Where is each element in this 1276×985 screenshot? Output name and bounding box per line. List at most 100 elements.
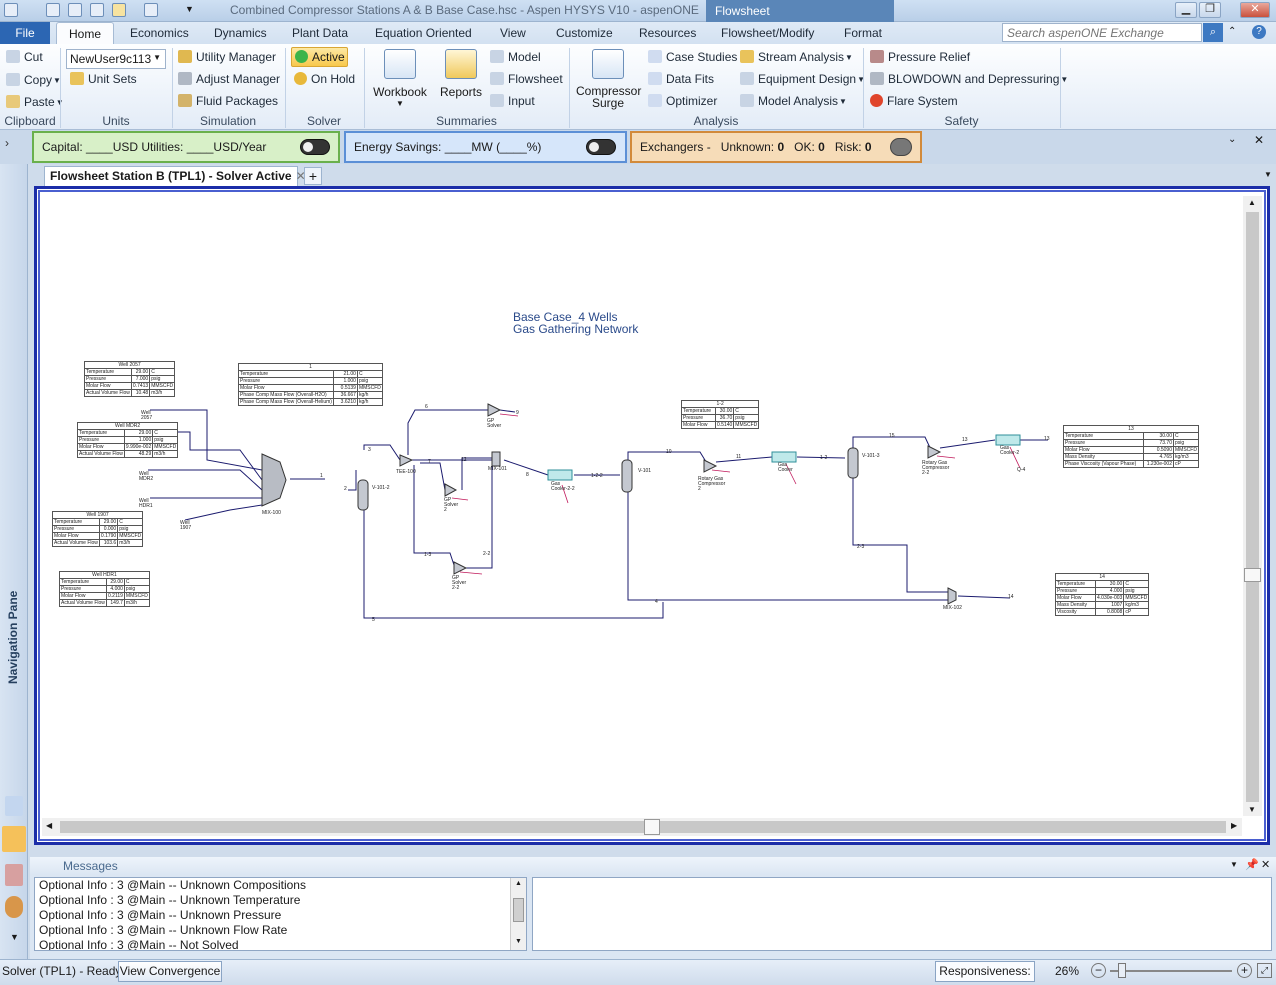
stream-label[interactable]: 1-3	[424, 552, 432, 558]
save-icon[interactable]	[46, 3, 60, 17]
stream-label[interactable]: 8	[526, 472, 529, 478]
capital-toggle[interactable]	[300, 139, 330, 155]
strip-collapse-icon[interactable]: ⌄	[1228, 134, 1237, 145]
scroll-left-icon[interactable]: ◀	[46, 821, 53, 830]
label-mix-101[interactable]: MIX-101	[488, 466, 507, 472]
tab-list-icon[interactable]: ▼	[1264, 170, 1272, 179]
view-convergence-button[interactable]: View Convergence	[118, 961, 222, 982]
tab-plant-data[interactable]: Plant Data	[292, 26, 349, 40]
stream-label[interactable]: 3	[368, 447, 371, 453]
canvas-vertical-scrollbar[interactable]: ▲ ▼	[1243, 196, 1262, 816]
close-button[interactable]: ✕	[1240, 2, 1270, 18]
stream-label[interactable]: 9	[516, 410, 519, 416]
stream-label[interactable]: 14	[1008, 594, 1014, 600]
stream-analysis-button[interactable]: Stream Analysis▼	[740, 47, 853, 67]
stream-label[interactable]: 6	[425, 404, 428, 410]
file-tab[interactable]: File	[0, 22, 50, 44]
label-v-101-2[interactable]: V-101-2	[372, 485, 390, 491]
scroll-down-icon[interactable]: ▼	[1248, 805, 1256, 814]
pressure-relief-button[interactable]: Pressure Relief	[870, 47, 970, 67]
energy-toggle[interactable]	[586, 139, 616, 155]
flowsheet-summary-button[interactable]: Flowsheet	[490, 69, 563, 89]
pin-icon[interactable]: 📌	[1245, 859, 1259, 871]
messages-scrollbar[interactable]: ▲ ▼	[510, 878, 526, 950]
close-tab-icon[interactable]: ✕	[295, 169, 306, 183]
fit-to-screen-icon[interactable]: ⤢	[1257, 963, 1272, 978]
tab-format[interactable]: Format	[844, 26, 883, 40]
flowsheet-nav-icon[interactable]	[2, 826, 26, 852]
blowdown-button[interactable]: BLOWDOWN and Depressuring▼	[870, 69, 1068, 89]
flare-system-button[interactable]: Flare System	[870, 91, 958, 111]
messages-detail-pane[interactable]	[532, 877, 1272, 951]
exchanger-gauge-icon[interactable]	[890, 138, 912, 156]
utility-manager-button[interactable]: Utility Manager	[178, 47, 276, 67]
label-mix-100[interactable]: MIX-100	[262, 510, 281, 516]
solver-active-button[interactable]: Active	[291, 47, 348, 67]
stream-label[interactable]: Q-4	[1017, 467, 1026, 473]
input-summary-button[interactable]: Input	[490, 91, 535, 111]
stream-label[interactable]: 2	[344, 486, 347, 492]
maximize-button[interactable]: ❐	[1199, 2, 1221, 18]
tab-home[interactable]: Home	[56, 22, 114, 45]
tab-resources[interactable]: Resources	[639, 26, 697, 40]
stream-label[interactable]: 12	[461, 457, 467, 463]
help-icon[interactable]: ?	[1252, 25, 1266, 39]
data-fits-button[interactable]: Data Fits	[648, 69, 714, 89]
compressor-surge-button[interactable]: Compressor Surge	[576, 49, 641, 109]
paste-button[interactable]: Paste▼	[6, 92, 64, 112]
model-summary-button[interactable]: Model	[490, 47, 541, 67]
navigation-pane[interactable]: Navigation Pane ▼	[0, 164, 28, 959]
collapse-ribbon-icon[interactable]: ⌃	[1228, 26, 1237, 37]
label-v-101-3[interactable]: V-101-3	[862, 453, 880, 459]
messages-menu-icon[interactable]: ▼	[1230, 860, 1238, 869]
cut-button[interactable]: Cut	[6, 47, 43, 67]
stream-label[interactable]: 1-2	[820, 455, 828, 461]
undo-icon[interactable]	[68, 3, 82, 17]
stream-label[interactable]: 15	[889, 433, 895, 439]
vertical-scroll-marker[interactable]	[1244, 568, 1261, 582]
stream-label[interactable]: 10	[666, 449, 672, 455]
horizontal-scroll-marker[interactable]	[644, 819, 660, 835]
unit-sets-button[interactable]: Unit Sets	[70, 69, 137, 89]
zoom-slider-thumb[interactable]	[1118, 963, 1126, 978]
app-icon[interactable]	[4, 3, 18, 17]
tab-customize[interactable]: Customize	[556, 26, 613, 40]
label-tee-100[interactable]: TEE-100	[396, 469, 416, 475]
energy-savings-box[interactable]: Energy Savings: ____MW (____%)	[344, 131, 627, 163]
tab-economics[interactable]: Economics	[130, 26, 189, 40]
safety-nav-icon[interactable]	[5, 864, 23, 886]
add-tab-button[interactable]: +	[304, 167, 322, 185]
unit-set-select[interactable]: NewUser9c113▼	[66, 49, 166, 69]
optimizer-button[interactable]: Optimizer	[648, 91, 717, 111]
model-analysis-button[interactable]: Model Analysis▼	[740, 91, 847, 111]
reports-button[interactable]: Reports	[436, 49, 486, 99]
canvas-horizontal-scrollbar[interactable]: ◀ ▶	[42, 818, 1242, 836]
stream-label[interactable]: 7	[428, 459, 431, 465]
case-studies-button[interactable]: Case Studies	[648, 47, 737, 67]
strip-close-icon[interactable]: ✕	[1254, 133, 1265, 147]
responsiveness-control[interactable]: Responsiveness: 5	[935, 961, 1035, 985]
workbook-button[interactable]: Workbook ▼	[372, 49, 428, 108]
messages-list[interactable]: Optional Info : 3 @Main -- Unknown Compo…	[34, 877, 527, 951]
scroll-down-icon[interactable]: ▼	[515, 938, 522, 945]
copy-button[interactable]: Copy▼	[6, 70, 61, 90]
equipment-design-button[interactable]: Equipment Design▼	[740, 69, 865, 89]
capital-utilities-box[interactable]: Capital: ____USD Utilities: ____USD/Year	[32, 131, 340, 163]
quick-access-icon[interactable]	[144, 3, 158, 17]
zoom-in-button[interactable]: +	[1237, 963, 1252, 978]
minimize-button[interactable]: ▁	[1175, 2, 1197, 18]
label-v-101[interactable]: V-101	[638, 468, 652, 474]
search-input[interactable]	[1002, 23, 1202, 42]
search-icon[interactable]: ⌕	[1203, 23, 1223, 42]
